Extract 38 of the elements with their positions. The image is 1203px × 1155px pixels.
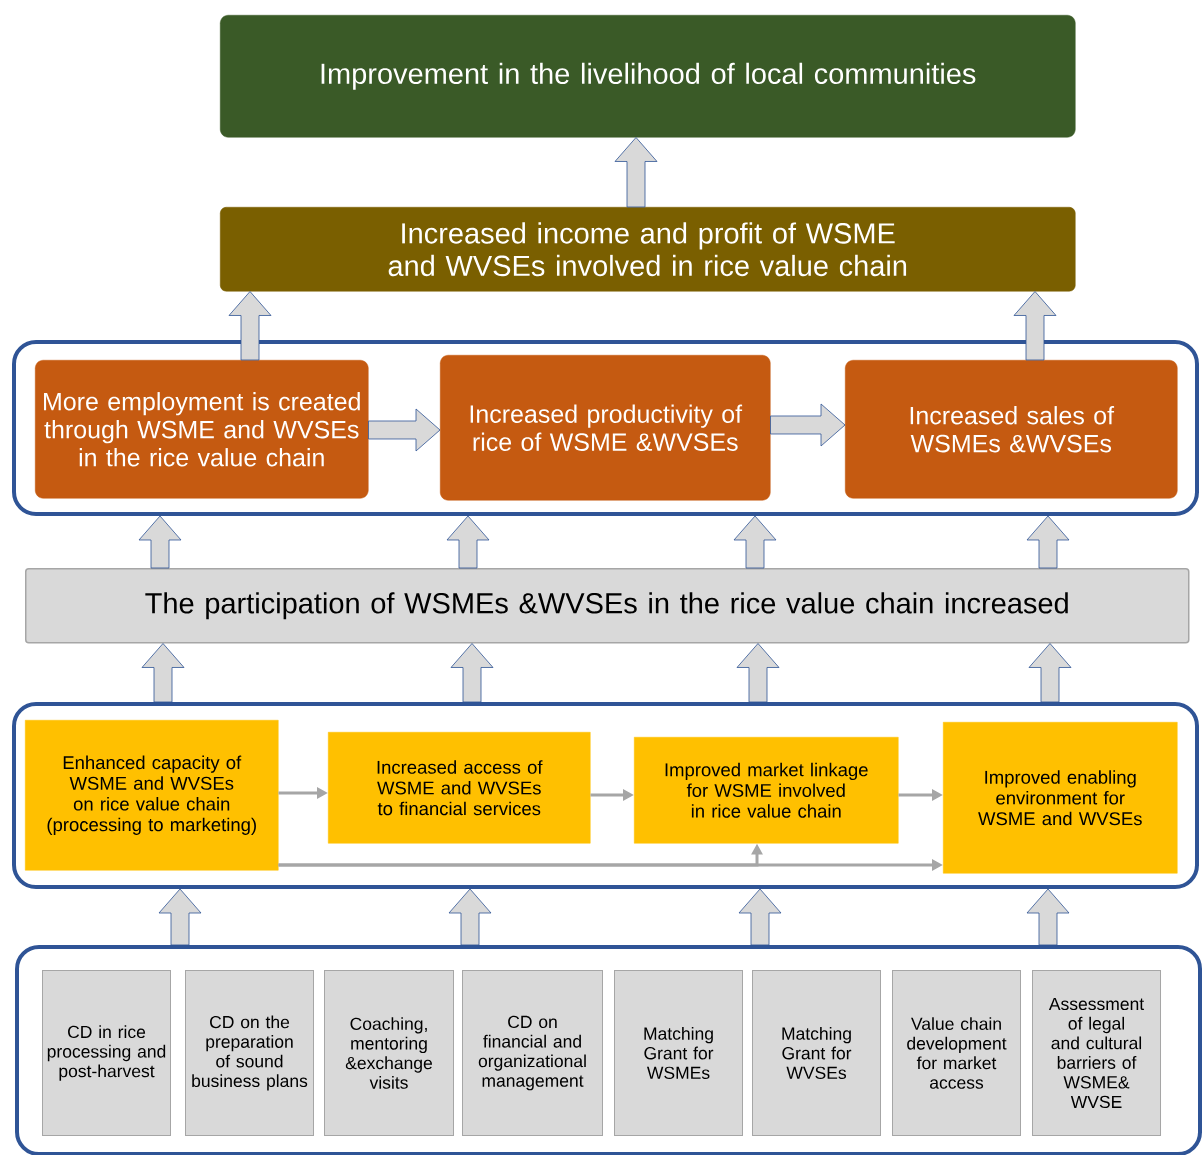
activity-box: Value chain development for market access bbox=[892, 970, 1021, 1136]
activity-box: CD in rice processing and post-harvest bbox=[42, 970, 171, 1136]
outcome-box: Increased sales of WSMEs &WVSEs bbox=[845, 360, 1178, 499]
block-arrow bbox=[738, 888, 782, 946]
outcome-box: Increased income and profit of WSME and WVSEs involved in rice value chain bbox=[220, 207, 1076, 292]
block-arrow bbox=[141, 643, 185, 703]
block-arrow bbox=[446, 515, 490, 569]
activity-box: Matching Grant for WVSEs bbox=[752, 970, 881, 1136]
activity-box: Matching Grant for WSMEs bbox=[614, 970, 743, 1136]
block-arrow bbox=[614, 137, 658, 208]
block-arrow bbox=[736, 643, 780, 703]
output-box: Improved market linkage for WSME involved in rice value chain bbox=[634, 737, 899, 844]
group-frame bbox=[15, 945, 1202, 1155]
block-arrow bbox=[770, 403, 846, 447]
outcome-bar: The participation of WSMEs &WVSEs in the rice value chain increased bbox=[25, 568, 1190, 644]
activity-box: CD on the preparation of sound business plans bbox=[185, 970, 314, 1136]
group-frame bbox=[12, 340, 1199, 516]
activity-box: Assessment of legal and cultural barriers of WSME& WVSE bbox=[1032, 970, 1161, 1136]
output-box: Enhanced capacity of WSME and WVSEs on rice value chain (processing to marketing) bbox=[25, 720, 279, 871]
activity-box: Coaching, mentoring &exchange visits bbox=[324, 970, 454, 1136]
outcome-box: Increased productivity of rice of WSME &WVSEs bbox=[440, 355, 771, 501]
block-arrow bbox=[448, 888, 492, 946]
block-arrow bbox=[1026, 888, 1070, 946]
activity-box: CD on financial and organizational management bbox=[462, 970, 603, 1136]
block-arrow bbox=[228, 291, 272, 361]
block-arrow bbox=[733, 515, 777, 569]
outcome-box: More employment is created through WSME and WVSEs in the rice value chain bbox=[35, 360, 369, 499]
block-arrow bbox=[138, 515, 182, 569]
goal-box: Improvement in the livelihood of local communities bbox=[220, 15, 1076, 138]
group-frame bbox=[12, 702, 1199, 889]
output-box: Improved enabling environment for WSME and WVSEs bbox=[943, 722, 1178, 874]
block-arrow bbox=[158, 888, 202, 946]
output-box: Increased access of WSME and WVSEs to financial services bbox=[328, 732, 591, 844]
block-arrow bbox=[368, 408, 441, 452]
block-arrow bbox=[1013, 291, 1057, 361]
block-arrow bbox=[450, 643, 494, 703]
block-arrow bbox=[1026, 515, 1070, 569]
block-arrow bbox=[1028, 643, 1072, 703]
